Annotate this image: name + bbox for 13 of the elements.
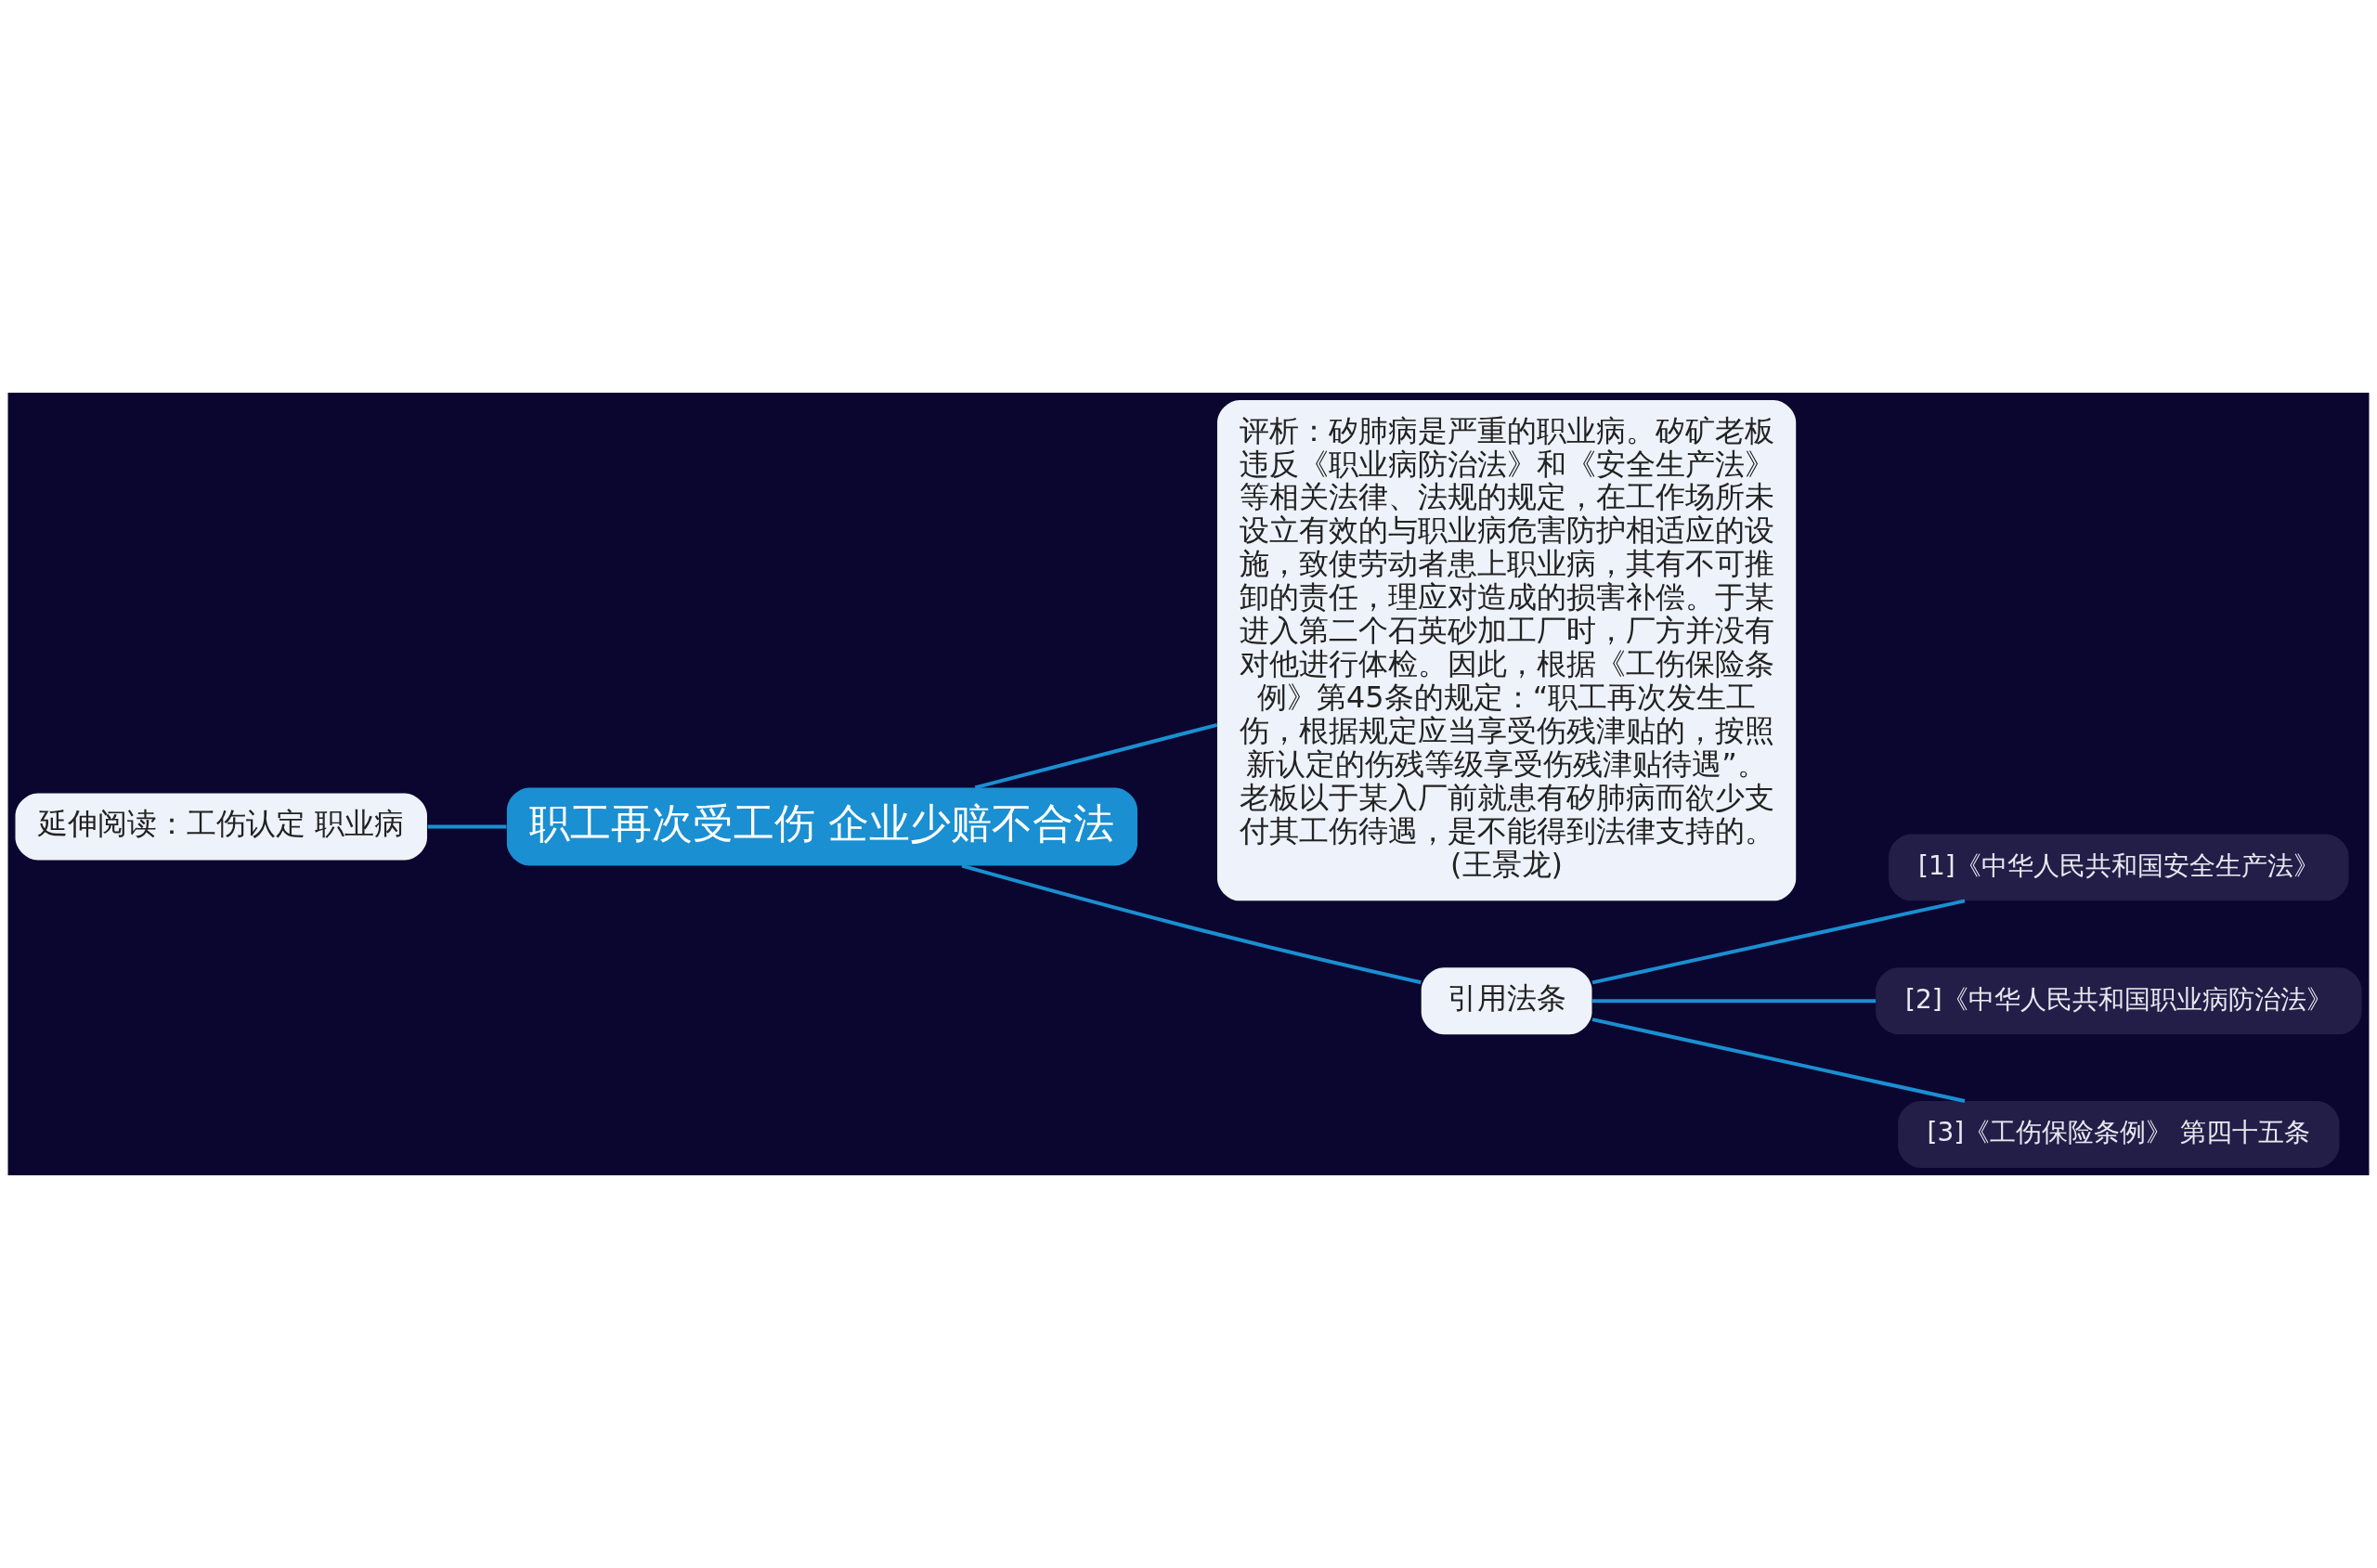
node-box: 评析：矽肺病是严重的职业病。矽矿老板违反《职业病防治法》和《安全生产法》等相关法律、法规的规定，在工作场所未设立有效的与职业病危害防护相适应的设施，致使劳动者患上职业病，其有不可推卸的责任，理应对造成的损害补偿。于某进入第二个石英砂加工厂时，厂方并没有对他进行体检。因此，根据《工伤保险条例》第45条的规定：“职工再次发生工伤，根据规定应当享受伤残津贴的，按照新认定的伤残等级享受伤残津贴待遇”。老板以于某入厂前就患有矽肺病而欲少支付其工伤待遇，是不能得到法律支持的。(王景龙) <box>1216 400 1797 901</box>
connector <box>1591 899 1966 985</box>
connector <box>974 722 1218 790</box>
node-box: [1]《中华人民共和国安全生产法》 <box>1889 834 2349 901</box>
node-box: 引用法条 <box>1421 967 1592 1035</box>
connector <box>427 824 507 829</box>
node-box: [3]《工伤保险条例》 第四十五条 <box>1898 1101 2340 1168</box>
node-box: 职工再次受工伤 企业少赔不合法 <box>506 787 1138 866</box>
connector <box>1592 999 1877 1004</box>
node-box: [2]《中华人民共和国职业病防治法》 <box>1876 967 2362 1035</box>
node-box: 延伸阅读：工伤认定 职业病 <box>15 793 427 861</box>
connector <box>1591 1017 1966 1104</box>
connector <box>961 863 1422 985</box>
